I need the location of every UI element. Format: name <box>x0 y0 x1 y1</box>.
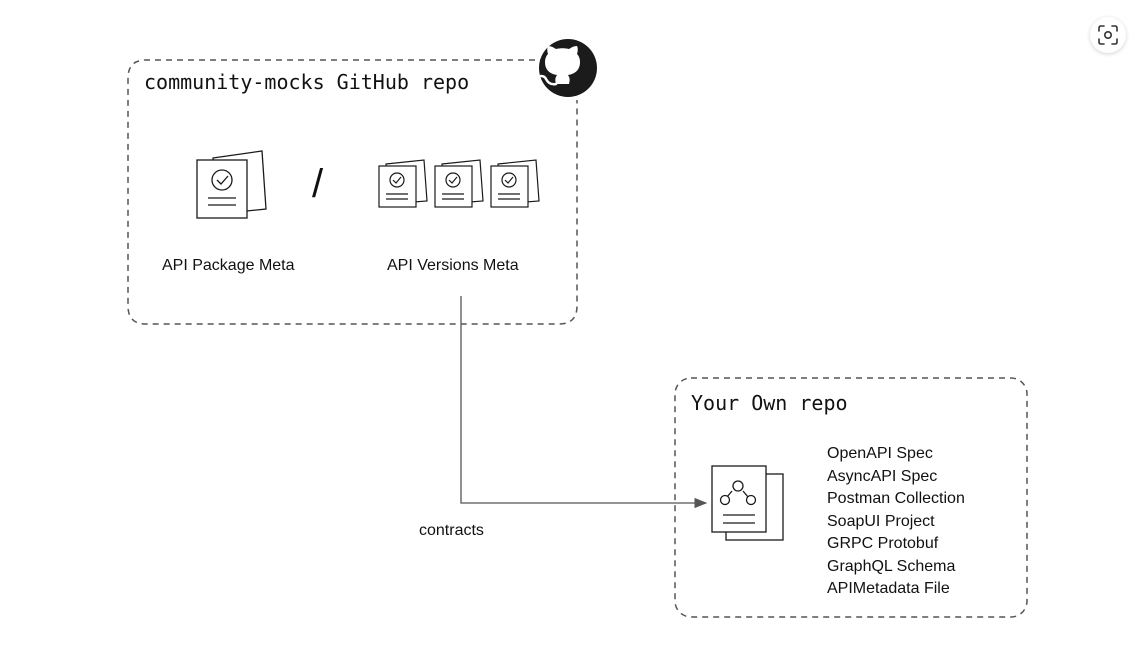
contract-types-list: OpenAPI Spec AsyncAPI Spec Postman Colle… <box>827 443 965 601</box>
github-logo-icon <box>539 39 597 97</box>
community-repo-box <box>127 59 578 325</box>
document-check-icon <box>196 150 267 219</box>
own-repo-title: Your Own repo <box>691 391 848 415</box>
list-item: AsyncAPI Spec <box>827 467 938 485</box>
own-repo-box <box>674 377 1028 618</box>
versions-docs-group <box>378 159 540 208</box>
document-check-icon <box>434 159 484 208</box>
community-repo-title: community-mocks GitHub repo <box>144 70 470 94</box>
list-item: Postman Collection <box>827 490 965 507</box>
separator-slash: / <box>312 162 324 206</box>
list-item: GRPC Protobuf <box>827 535 939 552</box>
visual-search-button[interactable] <box>1090 17 1126 53</box>
api-versions-meta-label: API Versions Meta <box>387 257 519 274</box>
document-graph-icon <box>711 465 784 541</box>
contracts-connector <box>460 296 708 509</box>
list-item: OpenAPI Spec <box>827 445 933 462</box>
api-package-meta-label: API Package Meta <box>162 257 295 274</box>
document-check-icon <box>378 159 428 208</box>
visual-search-icon <box>1098 25 1118 45</box>
contracts-label: contracts <box>419 522 484 539</box>
list-item: APIMetadata File <box>827 580 950 597</box>
list-item: SoapUI Project <box>827 512 935 530</box>
document-check-icon <box>490 159 540 208</box>
list-item: GraphQL Schema <box>827 557 956 575</box>
